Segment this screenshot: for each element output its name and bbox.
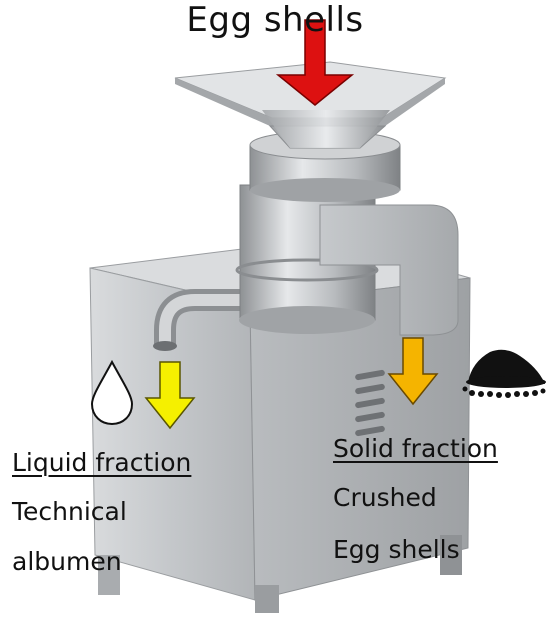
solid-fraction-line2: Egg shells <box>333 535 460 564</box>
vent-slots <box>355 369 385 437</box>
input-arrow <box>275 19 355 106</box>
liquid-arrow <box>144 361 196 430</box>
shell-pile-icon <box>462 349 546 398</box>
solid-fraction-heading: Solid fraction <box>333 434 498 463</box>
solid-fraction-line1: Crushed <box>333 483 437 512</box>
diagram-title: Egg shells <box>186 0 364 40</box>
liquid-fraction-heading: Liquid fraction <box>12 448 192 477</box>
solid-outlet-chute <box>319 204 459 336</box>
solid-arrow <box>387 337 439 406</box>
liquid-fraction-line2: albumen <box>12 547 122 576</box>
drop-icon <box>90 359 134 426</box>
liquid-fraction-line1: Technical <box>12 497 127 526</box>
liquid-outlet-pipe <box>153 289 250 351</box>
